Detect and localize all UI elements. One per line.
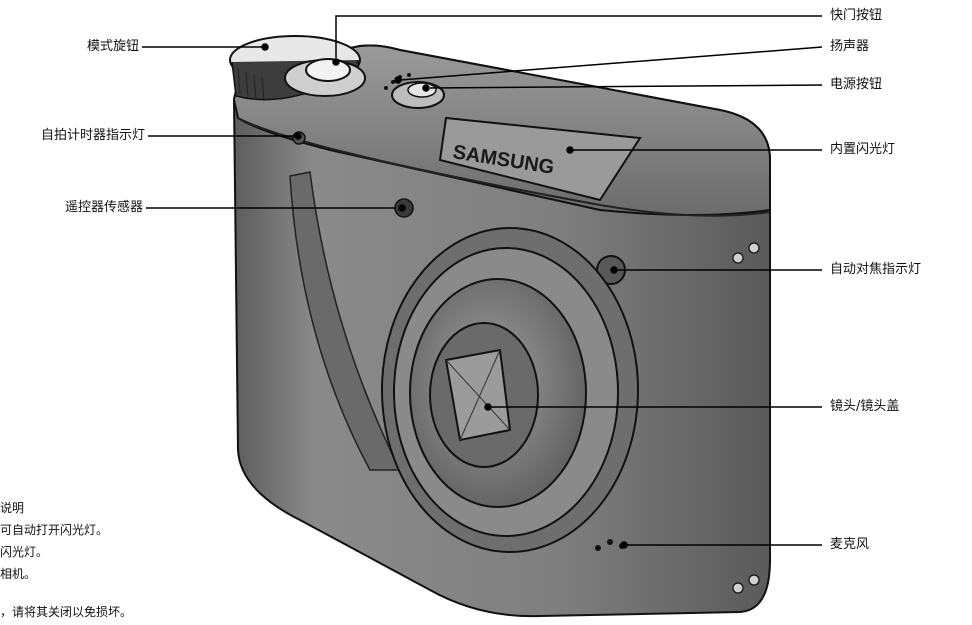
label-self-timer-lamp: 自拍计时器指示灯	[40, 128, 145, 143]
flash-window	[438, 116, 642, 202]
note-line-2: 闪光灯。	[0, 545, 49, 559]
note-line-4: ，请将其关闭以免损坏。	[0, 605, 133, 619]
label-builtin-flash: 内置闪光灯	[830, 142, 896, 157]
label-power-button: 电源按钮	[830, 77, 883, 92]
label-speaker: 扬声器	[830, 39, 870, 54]
label-shutter-button: 快门按钮	[830, 8, 883, 23]
label-remote-sensor: 遥控器传感器	[64, 200, 143, 215]
label-mode-dial: 模式旋钮	[86, 39, 139, 54]
shutter-button-shape	[305, 58, 351, 82]
note-line-1: 可自动打开闪光灯。	[0, 523, 109, 537]
note-line-0: 说明	[0, 501, 25, 515]
label-af-lamp: 自动对焦指示灯	[830, 262, 922, 277]
note-line-3: 相机。	[0, 567, 37, 581]
power-button-shape	[407, 82, 437, 98]
callout-lines	[142, 15, 823, 549]
label-lens-cover: 镜头/镜头盖	[830, 399, 900, 414]
label-microphone: 麦克风	[830, 537, 870, 552]
